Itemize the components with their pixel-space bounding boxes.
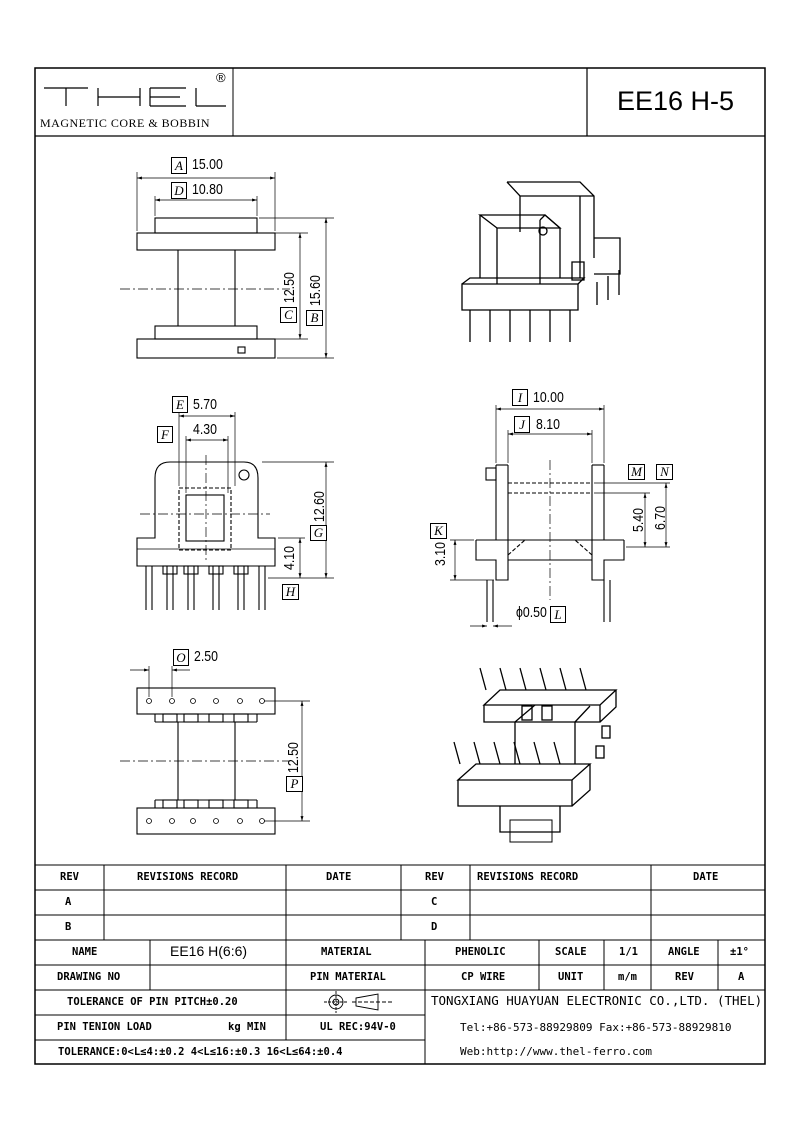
dim-value-a: 15.00 [192, 156, 223, 173]
dim-letter-o: O [173, 649, 189, 666]
logo-subtitle: MAGNETIC CORE & BOBBIN [40, 116, 211, 130]
name-value: EE16 H(6:6) [170, 943, 248, 959]
part-number-title: EE16 H-5 [617, 86, 735, 116]
dim-value-b: 15.60 [307, 275, 324, 306]
pin-load-label: PIN TENION LOAD [57, 1021, 152, 1033]
dim-value-i: 10.00 [533, 389, 564, 406]
dim-letter-j: J [514, 416, 530, 433]
title-block [35, 864, 765, 1064]
material-label: MATERIAL [321, 946, 372, 958]
dim-value-e: 5.70 [193, 396, 217, 413]
thel-logo-icon [44, 87, 226, 107]
dim-letter-d: D [171, 182, 187, 199]
rev-row-a: A [65, 896, 72, 908]
dim-letter-b: B [306, 310, 323, 326]
registered-mark: ® [216, 70, 226, 85]
dim-letter-i: I [512, 389, 528, 406]
drawing-no-label: DRAWING NO [57, 971, 121, 983]
rev-row-b: B [65, 921, 72, 933]
date-header-right: DATE [693, 871, 719, 883]
dim-letter-e: E [172, 396, 188, 413]
dim-value-f: 4.30 [193, 421, 217, 438]
dim-value-p: 12.50 [285, 742, 302, 773]
sheet-border [34, 67, 766, 1065]
date-header-left: DATE [326, 871, 352, 883]
company-name: TONGXIANG HUAYUAN ELECTRONIC CO.,LTD. (T… [431, 993, 763, 1008]
top-view [120, 687, 290, 835]
pin-load-unit: kg MIN [228, 1021, 266, 1033]
dim-letter-g: G [310, 525, 327, 541]
iso-view-top [461, 181, 621, 342]
company-web: Web:http://www.thel-ferro.com [460, 1045, 653, 1058]
angle-value: ±1° [730, 946, 749, 958]
rev-header-right: REV [425, 871, 444, 883]
dim-value-l: ϕ0.50 [516, 604, 547, 621]
unit-value: m/m [618, 971, 637, 983]
pin-material-label: PIN MATERIAL [310, 971, 386, 983]
dim-letter-k: K [430, 523, 447, 539]
side-view-right [475, 460, 625, 622]
company-tel-fax: Tel:+86-573-88929809 Fax:+86-573-8892981… [460, 1021, 732, 1034]
dim-letter-c: C [280, 307, 297, 323]
tolerance-line: TOLERANCE:0<L≤4:±0.2 4<L≤16:±0.3 16<L≤64… [58, 1046, 343, 1058]
rev-row-d: D [431, 921, 438, 933]
pin-material-value: CP WIRE [461, 971, 506, 983]
dim-value-c: 12.50 [281, 272, 298, 303]
iso-view-bottom [453, 667, 618, 843]
rev-row-c: C [431, 896, 438, 908]
dim-value-j: 8.10 [536, 416, 560, 433]
ul-rec: UL REC:94V-0 [320, 1021, 396, 1033]
name-label: NAME [72, 946, 98, 958]
dim-value-k: 3.10 [432, 542, 449, 566]
angle-label: ANGLE [668, 946, 700, 958]
logo-box [34, 67, 234, 137]
dim-letter-p: P [286, 776, 303, 792]
dim-value-h: 4.10 [281, 546, 298, 570]
dim-value-n: 6.70 [652, 506, 669, 530]
pitch-tolerance: TOLERANCE OF PIN PITCH±0.20 [67, 996, 238, 1008]
dim-value-g: 12.60 [311, 491, 328, 522]
front-view [120, 217, 290, 359]
rev-header-left: REV [60, 871, 79, 883]
dim-letter-l: L [550, 606, 566, 623]
dim-value-m: 5.40 [630, 508, 647, 532]
projection-symbol-icon [324, 991, 392, 1013]
dim-letter-n: N [656, 464, 673, 480]
rev-value: A [738, 971, 745, 983]
material-value: PHENOLIC [455, 946, 506, 958]
scale-label: SCALE [555, 946, 587, 958]
rev-label: REV [675, 971, 694, 983]
revisions-record-header-right: REVISIONS RECORD [477, 871, 579, 883]
dim-letter-a: A [171, 157, 187, 174]
scale-value: 1/1 [619, 946, 638, 958]
dim-value-o: 2.50 [194, 648, 218, 665]
side-view-left [136, 455, 276, 610]
dim-value-d: 10.80 [192, 181, 223, 198]
unit-label: UNIT [558, 971, 584, 983]
revisions-record-header-left: REVISIONS RECORD [137, 871, 239, 883]
dim-letter-f: F [157, 426, 173, 443]
dim-letter-m: M [628, 464, 645, 480]
dim-letter-h: H [282, 584, 299, 600]
